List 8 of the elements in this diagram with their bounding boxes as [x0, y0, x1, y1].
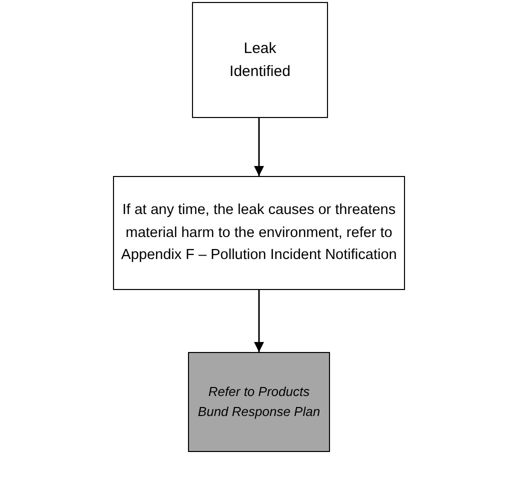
process-box [192, 2, 328, 118]
arrow [254, 290, 264, 352]
process-box [188, 352, 330, 452]
process-box [113, 176, 405, 290]
box-text: Refer to Products Bund Response Plan [196, 382, 322, 421]
box-text: Leak Identified [228, 38, 292, 82]
box-text: If at any time, the leak causes or threatens material harm to the environment, refer to Appendix F – Pollution Incident Notification [120, 201, 398, 266]
arrow [254, 118, 264, 176]
